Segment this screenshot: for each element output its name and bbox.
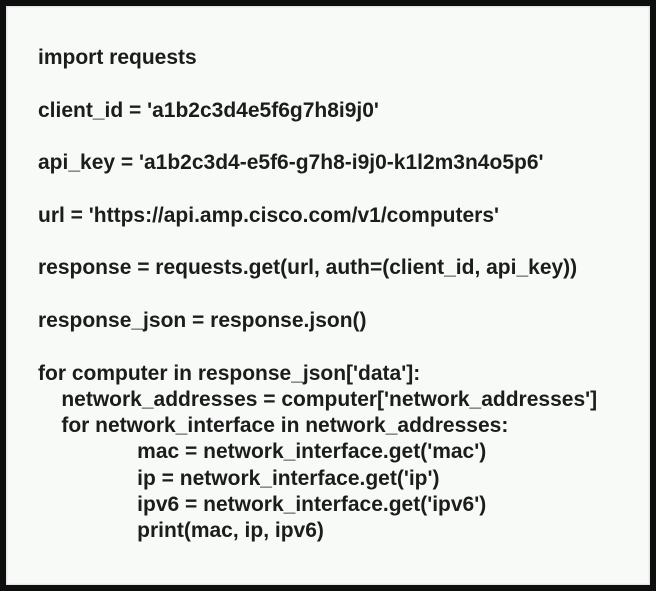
code-line: response_json = response.json() bbox=[38, 308, 367, 332]
code-line: print(mac, ip, ipv6) bbox=[38, 519, 324, 543]
code-line bbox=[38, 71, 642, 97]
python-code-block: import requests client_id = 'a1b2c3d4e5f… bbox=[6, 6, 650, 545]
code-line: response = requests.get(url, auth=(clien… bbox=[38, 256, 578, 280]
code-line bbox=[38, 282, 642, 308]
code-line: import requests bbox=[38, 46, 197, 69]
code-line: client_id = 'a1b2c3d4e5f6g7h8i9j0' bbox=[38, 98, 379, 122]
code-line: mac = network_interface.get('mac') bbox=[38, 440, 487, 464]
code-line bbox=[38, 229, 642, 255]
code-line: for computer in response_json['data']: bbox=[38, 361, 421, 385]
code-line: network_addresses = computer['network_ad… bbox=[38, 387, 598, 411]
code-line: api_key = 'a1b2c3d4-e5f6-g7h8-i9j0-k1l2m… bbox=[38, 151, 544, 175]
code-line: url = 'https://api.amp.cisco.com/v1/comp… bbox=[38, 203, 500, 227]
code-line bbox=[38, 124, 642, 150]
code-line: for network_interface in network_address… bbox=[38, 414, 509, 438]
code-line: ipv6 = network_interface.get('ipv6') bbox=[38, 493, 487, 517]
code-line bbox=[38, 176, 642, 202]
code-line bbox=[38, 334, 642, 360]
code-line: ip = network_interface.get('ip') bbox=[38, 466, 440, 490]
